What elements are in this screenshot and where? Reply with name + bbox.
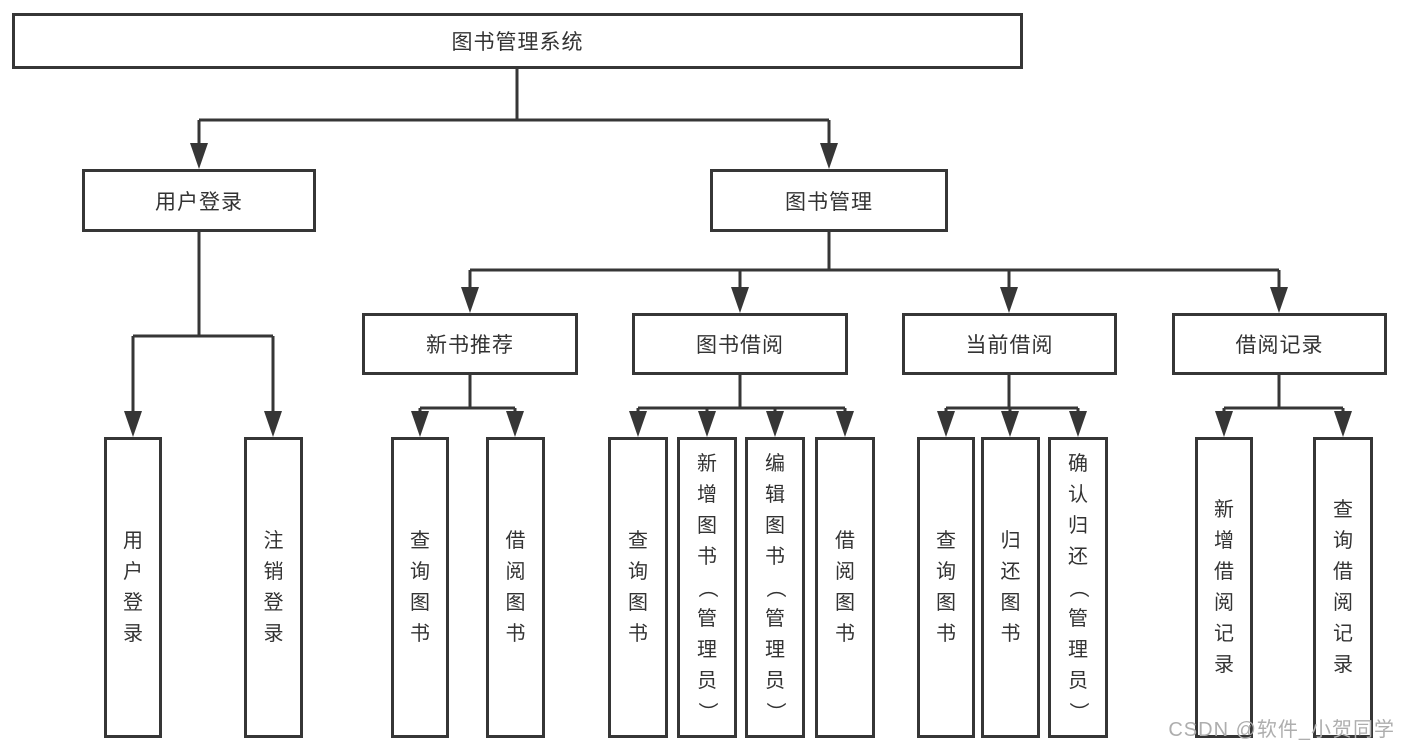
- node-label-new-book-recommend: 新书推荐: [426, 334, 514, 357]
- node-label-edit-books-admin: 编辑图书（管理员）: [764, 452, 786, 722]
- node-label-query-books-recommend: 查询图书: [410, 530, 430, 645]
- node-label-return-books: 归还图书: [1000, 530, 1021, 645]
- node-edit-books-admin: 编辑图书（管理员）: [745, 437, 805, 738]
- node-label-user-logout: 注销登录: [263, 530, 284, 645]
- node-user-logout: 注销登录: [244, 437, 303, 738]
- node-label-user-login: 用户登录: [123, 530, 143, 645]
- node-confirm-return-admin: 确认归还（管理员）: [1048, 437, 1108, 738]
- node-label-borrow-books-recommend: 借阅图书: [505, 530, 526, 645]
- node-label-book-management-module: 图书管理: [785, 190, 873, 214]
- node-add-borrowing-record: 新增借阅记录: [1195, 437, 1253, 738]
- node-borrow-books-recommend: 借阅图书: [486, 437, 545, 738]
- node-label-confirm-return-admin: 确认归还（管理员）: [1067, 452, 1089, 722]
- node-query-books-recommend: 查询图书: [391, 437, 449, 738]
- arrowhead-icon: [1215, 411, 1233, 437]
- arrowhead-icon: [506, 411, 524, 437]
- arrowhead-icon: [124, 411, 142, 437]
- node-label-query-books-borrowing: 查询图书: [628, 530, 648, 645]
- arrowhead-icon: [766, 411, 784, 437]
- node-book-borrowing: 图书借阅: [632, 313, 848, 375]
- node-label-add-borrowing-record: 新增借阅记录: [1214, 499, 1234, 676]
- node-label-current-borrowing: 当前借阅: [965, 334, 1054, 357]
- node-add-books-admin: 新增图书（管理员）: [677, 437, 737, 738]
- node-label-borrowing-records: 借阅记录: [1235, 334, 1324, 357]
- node-label-query-borrowing-record: 查询借阅记录: [1333, 499, 1353, 676]
- arrowhead-icon: [190, 143, 208, 169]
- node-return-books: 归还图书: [981, 437, 1040, 738]
- arrowhead-icon: [411, 411, 429, 437]
- node-user-login: 用户登录: [104, 437, 162, 738]
- node-label-book-borrowing: 图书借阅: [696, 334, 784, 357]
- watermark: CSDN @软件_小贺同学: [1168, 719, 1395, 741]
- arrowhead-icon: [461, 287, 479, 313]
- arrowhead-icon: [836, 411, 854, 437]
- arrowhead-icon: [629, 411, 647, 437]
- arrowhead-icon: [731, 287, 749, 313]
- arrowhead-icon: [1270, 287, 1288, 313]
- node-borrow-books: 借阅图书: [815, 437, 875, 738]
- arrowhead-icon: [1334, 411, 1352, 437]
- node-label-add-books-admin: 新增图书（管理员）: [696, 452, 718, 722]
- arrowhead-icon: [698, 411, 716, 437]
- node-root: 图书管理系统: [12, 13, 1023, 69]
- arrowhead-icon: [1000, 287, 1018, 313]
- node-borrowing-records: 借阅记录: [1172, 313, 1387, 375]
- arrowhead-icon: [1001, 411, 1019, 437]
- node-query-books-borrowing: 查询图书: [608, 437, 668, 738]
- node-user-login-module: 用户登录: [82, 169, 316, 232]
- node-label-user-login-module: 用户登录: [155, 190, 243, 214]
- arrowhead-icon: [937, 411, 955, 437]
- node-current-borrowing: 当前借阅: [902, 313, 1117, 375]
- node-query-books-current: 查询图书: [917, 437, 975, 738]
- node-label-borrow-books: 借阅图书: [835, 530, 855, 645]
- node-label-query-books-current: 查询图书: [936, 530, 956, 645]
- node-label-root: 图书管理系统: [451, 31, 584, 54]
- node-new-book-recommend: 新书推荐: [362, 313, 578, 375]
- arrowhead-icon: [1069, 411, 1087, 437]
- node-book-management-module: 图书管理: [710, 169, 948, 232]
- arrowhead-icon: [820, 143, 838, 169]
- node-query-borrowing-record: 查询借阅记录: [1313, 437, 1373, 738]
- arrowhead-icon: [264, 411, 282, 437]
